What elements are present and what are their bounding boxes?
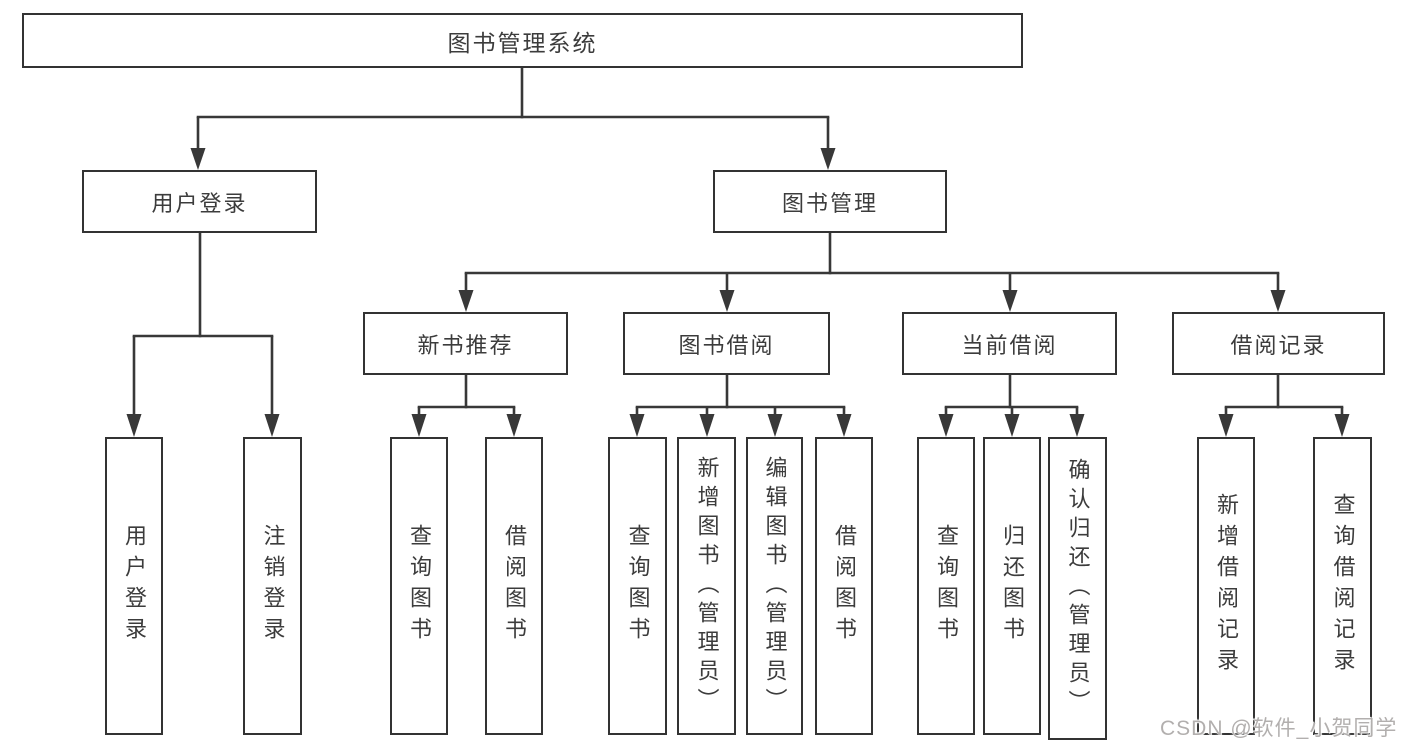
node-label: 新书推荐 (417, 332, 514, 358)
leaf-label: 新增图书（管理员） (694, 455, 720, 717)
leaf-query-borrow-record: 查询借阅记录 (1313, 437, 1372, 735)
leaf-label: 查询图书 (407, 524, 432, 648)
leaf-query-books-borrowing: 查询图书 (608, 437, 667, 735)
leaf-edit-books-admin: 编辑图书（管理员） (746, 437, 803, 735)
csdn-watermark: CSDN @软件_小贺同学 (1160, 717, 1398, 740)
leaf-label: 编辑图书（管理员） (762, 455, 788, 717)
leaf-query-books-current: 查询图书 (917, 437, 975, 735)
leaf-confirm-return-admin: 确认归还（管理员） (1048, 437, 1107, 740)
leaf-label: 借阅图书 (502, 524, 527, 648)
leaf-borrow-books-recommend: 借阅图书 (485, 437, 543, 735)
node-library-management-system: 图书管理系统 (22, 13, 1023, 68)
node-label: 当前借阅 (961, 332, 1058, 358)
node-label: 图书借阅 (678, 332, 775, 358)
node-book-borrowing: 图书借阅 (623, 312, 830, 375)
leaf-label: 查询借阅记录 (1330, 493, 1356, 679)
node-new-book-recommendation: 新书推荐 (363, 312, 568, 375)
leaf-add-books-admin: 新增图书（管理员） (677, 437, 736, 735)
leaf-logout: 注销登录 (243, 437, 302, 735)
leaf-add-borrow-record: 新增借阅记录 (1197, 437, 1255, 735)
leaf-return-books: 归还图书 (983, 437, 1041, 735)
leaf-label: 注销登录 (260, 524, 286, 648)
leaf-label: 用户登录 (122, 524, 147, 648)
node-user-login: 用户登录 (82, 170, 317, 233)
leaf-user-login: 用户登录 (105, 437, 163, 735)
leaf-label: 新增借阅记录 (1214, 493, 1239, 679)
node-label: 图书管理系统 (447, 29, 598, 56)
node-current-borrowing: 当前借阅 (902, 312, 1117, 375)
node-label: 用户登录 (151, 190, 248, 216)
leaf-query-books-recommend: 查询图书 (390, 437, 448, 735)
node-label: 借阅记录 (1230, 332, 1327, 358)
node-borrowing-records: 借阅记录 (1172, 312, 1385, 375)
node-label: 图书管理 (781, 190, 878, 216)
leaf-label: 借阅图书 (832, 524, 857, 648)
node-book-management: 图书管理 (713, 170, 947, 233)
leaf-label: 查询图书 (625, 524, 651, 648)
leaf-borrow-books: 借阅图书 (815, 437, 873, 735)
leaf-label: 归还图书 (1000, 524, 1025, 648)
leaf-label: 查询图书 (934, 524, 959, 648)
leaf-label: 确认归还（管理员） (1065, 458, 1091, 719)
